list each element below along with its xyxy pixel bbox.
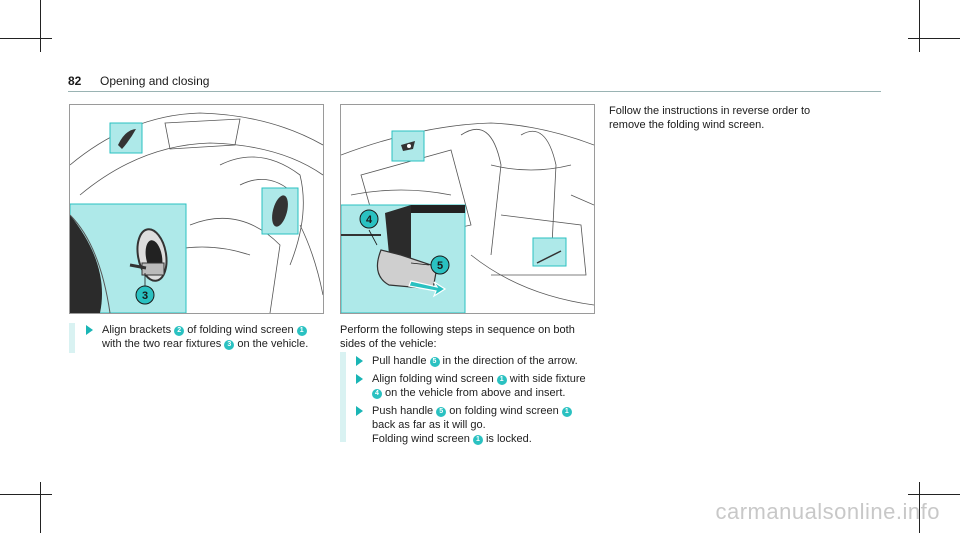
step-bar: [69, 323, 75, 353]
step-line: Align folding wind screen 1 with side fi…: [372, 373, 586, 385]
crop-mark: [908, 38, 960, 39]
crop-mark: [0, 38, 52, 39]
crop-mark: [919, 482, 920, 533]
number-badge: 4: [372, 389, 382, 399]
callout-5: [430, 255, 450, 275]
callout-4-label: 4: [366, 214, 373, 226]
step-arrow-icon: [356, 374, 363, 384]
number-badge: 1: [496, 375, 507, 385]
side-fixture-illustration: 4 5: [341, 122, 594, 313]
number-badge: 2: [174, 326, 185, 336]
page-number: 82: [68, 74, 82, 88]
step-line: Pull handle 5 in the direction of the ar…: [372, 355, 578, 367]
step-align-windscreen: Align folding wind screen 1 with side fi…: [356, 372, 596, 400]
number-badge: 1: [296, 326, 307, 336]
number-badge: 1: [561, 407, 572, 417]
crop-mark: [40, 482, 41, 533]
step-line: Align brackets 2 of folding wind screen …: [102, 323, 307, 337]
figure-rear-fixtures: 3: [69, 104, 324, 314]
step-arrow-icon: [356, 406, 363, 416]
step-line: 4 on the vehicle from above and insert.: [372, 386, 565, 400]
reverse-instructions: Follow the instructions in reverse order…: [609, 105, 811, 131]
step-bar: [340, 352, 346, 442]
rear-fixtures-illustration: 3: [70, 112, 323, 313]
number-badge: 1: [472, 435, 483, 445]
callout-5-label: 5: [437, 260, 443, 272]
step-push-handle: Push handle 5 on folding wind screen 1 b…: [356, 404, 596, 446]
callout-4: [359, 209, 379, 229]
crop-mark: [908, 494, 960, 495]
number-badge: 5: [436, 407, 447, 417]
crop-mark: [40, 0, 41, 52]
figure-side-fixture: 4 5: [340, 104, 595, 314]
number-badge: 5: [429, 357, 440, 367]
header-rule: [68, 91, 881, 92]
crop-mark: [0, 494, 52, 495]
step-arrow-icon: [356, 356, 363, 366]
step-line: back as far as it will go.: [372, 419, 486, 431]
step-align-brackets: Align brackets 2 of folding wind screen …: [86, 323, 326, 353]
section-title: Opening and closing: [100, 74, 210, 88]
callout-3: [135, 285, 155, 305]
watermark: carmanualsonline.info: [715, 499, 940, 524]
crop-mark: [919, 0, 920, 52]
step-line: Folding wind screen 1 is locked.: [372, 433, 532, 445]
step-line: with the two rear fixtures 3 on the vehi…: [102, 338, 309, 350]
intro-text: Perform the following steps in sequence …: [340, 324, 575, 350]
number-badge: 3: [224, 340, 235, 350]
step-line: Push handle 5 on folding wind screen 1: [372, 404, 572, 418]
step-arrow-icon: [86, 325, 93, 335]
step-pull-handle: Pull handle 5 in the direction of the ar…: [356, 354, 596, 368]
callout-3-label: 3: [142, 290, 148, 302]
